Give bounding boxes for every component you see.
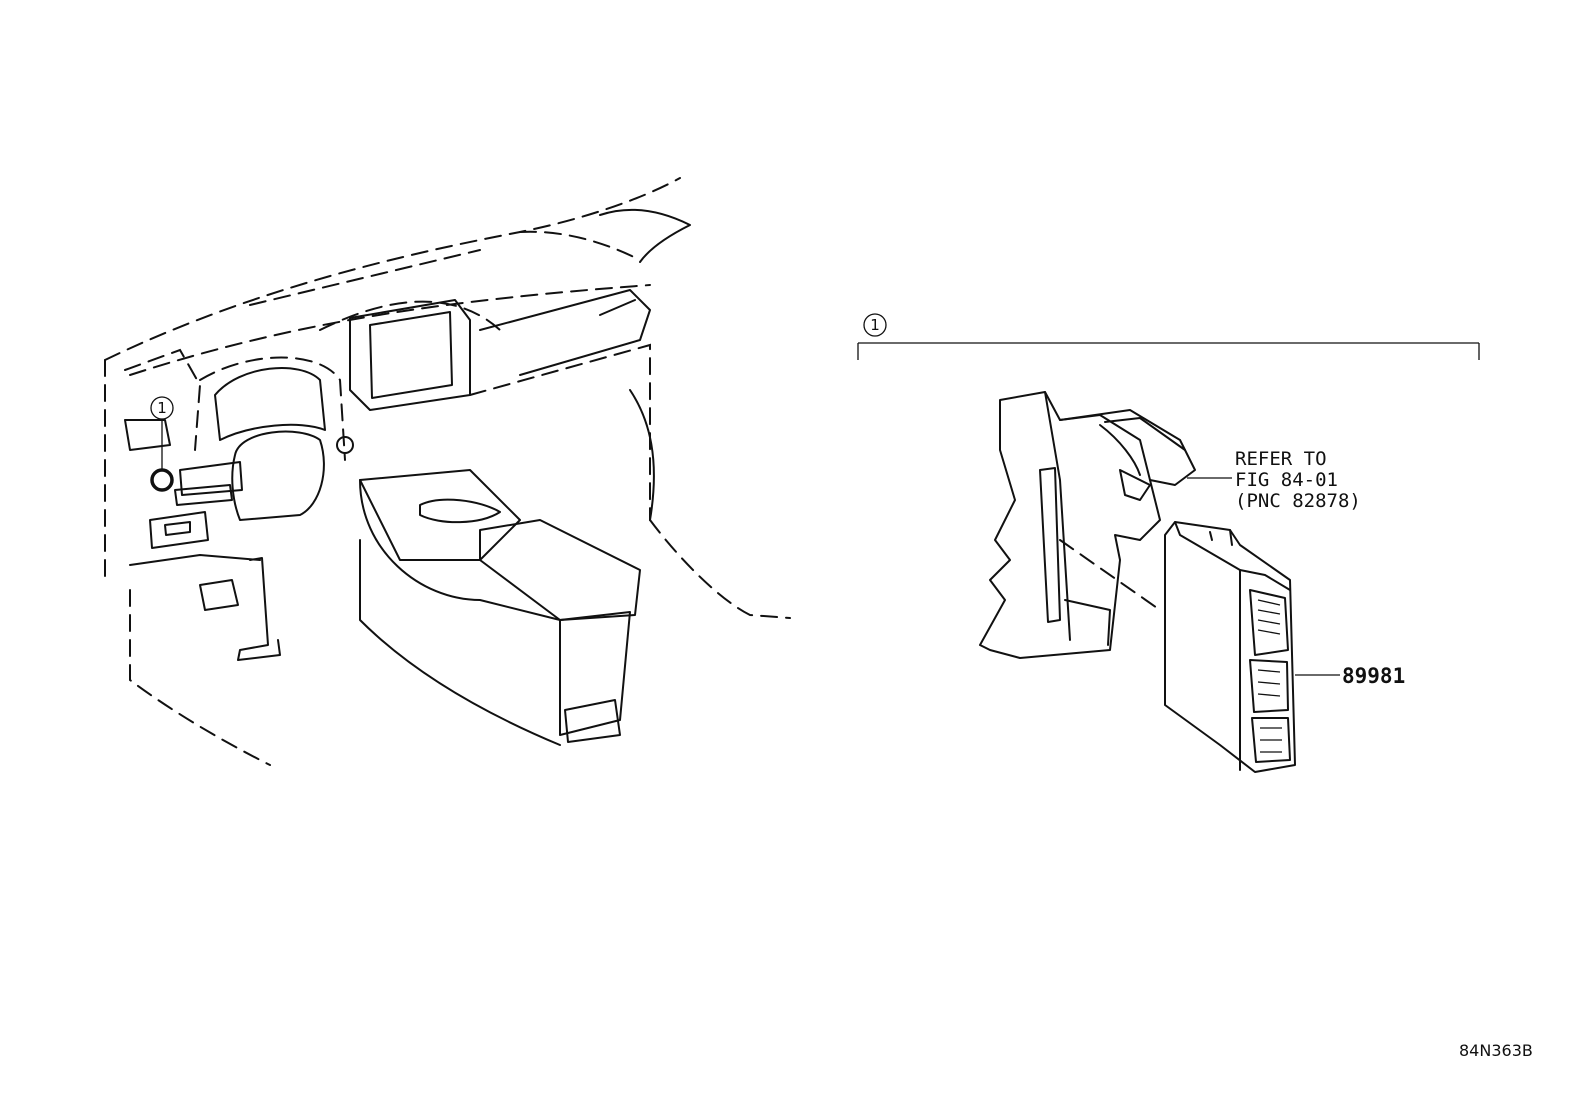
mounting-bracket-illustration (979, 391, 1196, 659)
group-bracket: 1 (857, 313, 1480, 360)
mounting-location-marker (150, 468, 174, 492)
refer-note-line2: FIG 84-01 (1235, 469, 1338, 491)
dashboard-illustration: 1 (104, 177, 791, 766)
ecu-module-illustration (1164, 521, 1296, 773)
refer-note-line1: REFER TO (1235, 448, 1327, 470)
callout-group-circle (863, 313, 887, 337)
callout-left-number: 1 (157, 399, 167, 417)
alignment-line (1059, 539, 1161, 611)
part-number-label: 89981 (1342, 664, 1405, 688)
refer-note-line3: (PNC 82878) (1235, 490, 1361, 512)
illustration-code: 84N363B (1459, 1041, 1533, 1060)
callout-group-number: 1 (870, 316, 880, 334)
